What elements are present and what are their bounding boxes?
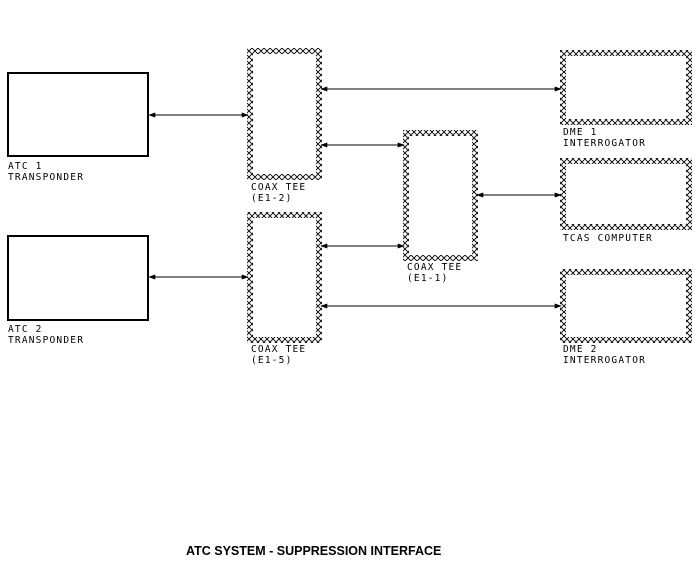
- tcas-computer-block: TCAS COMPUTER: [560, 158, 692, 244]
- atc2-transponder-block: ATC 2 TRANSPONDER: [7, 235, 149, 346]
- dme2-interrogator-block: DME 2 INTERROGATOR: [560, 269, 692, 366]
- coax-tee-e1-5-label-line1: COAX TEE: [251, 344, 306, 355]
- dme1-label-line2: INTERROGATOR: [563, 138, 646, 149]
- coax-tee-e1-5-label-line2: (E1-5): [251, 355, 293, 366]
- dme2-label-line1: DME 2: [563, 344, 598, 355]
- coax-tee-e1-2-label-line2: (E1-2): [251, 193, 293, 204]
- tcas-label: TCAS COMPUTER: [563, 233, 653, 244]
- coax-tee-e1-2-block: COAX TEE (E1-2): [247, 48, 322, 204]
- coax-tee-e1-1-block: COAX TEE (E1-1): [403, 130, 478, 284]
- coax-tee-e1-5-block: COAX TEE (E1-5): [247, 212, 322, 366]
- atc2-label-line2: TRANSPONDER: [8, 335, 84, 346]
- figure-title: ATC SYSTEM - SUPPRESSION INTERFACE: [186, 544, 441, 558]
- atc2-label-line1: ATC 2: [8, 324, 43, 335]
- atc1-transponder-block: ATC 1 TRANSPONDER: [7, 72, 149, 183]
- dme1-label-line1: DME 1: [563, 127, 598, 138]
- dme2-label-line2: INTERROGATOR: [563, 355, 646, 366]
- coax-tee-e1-2-label-line1: COAX TEE: [251, 182, 306, 193]
- coax-tee-e1-1-label-line1: COAX TEE: [407, 262, 462, 273]
- dme1-interrogator-block: DME 1 INTERROGATOR: [560, 50, 692, 149]
- atc1-label-line2: TRANSPONDER: [8, 172, 84, 183]
- atc1-label-line1: ATC 1: [8, 161, 43, 172]
- coax-tee-e1-1-label-line2: (E1-1): [407, 273, 449, 284]
